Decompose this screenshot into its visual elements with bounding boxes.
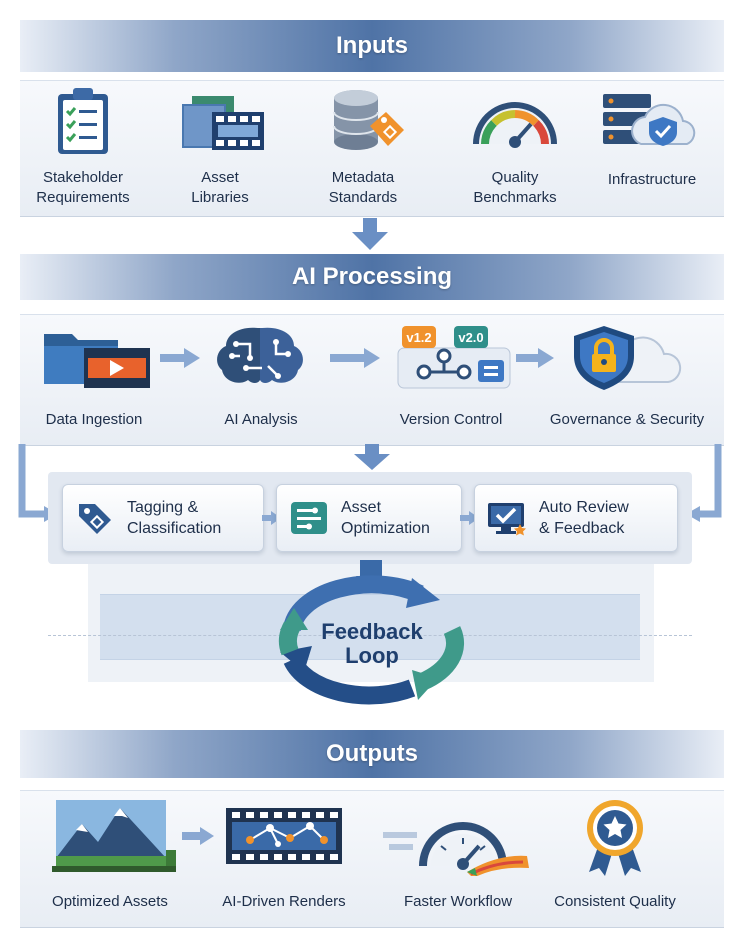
- input-stakeholder-requirements: Stakeholder Requirements: [20, 84, 146, 208]
- card-asset-optimization: Asset Optimization: [276, 484, 462, 552]
- step-label: AI Analysis: [224, 411, 298, 428]
- input-label: Quality Benchmarks: [473, 169, 557, 206]
- outputs-title: Outputs: [326, 740, 418, 767]
- speedometer-icon: [383, 822, 529, 876]
- input-asset-libraries: Asset Libraries: [160, 84, 280, 208]
- step-label: Data Ingestion: [45, 411, 143, 428]
- output-label: Faster Workflow: [403, 893, 513, 910]
- output-label: Consistent Quality: [554, 893, 676, 910]
- input-label: Asset Libraries: [191, 169, 249, 206]
- right-arrow-icon: [160, 348, 200, 368]
- output-consistent-quality: Consistent Quality: [540, 796, 690, 912]
- award-ribbon-icon: [587, 800, 643, 876]
- brain-circuit-icon: [217, 327, 303, 383]
- output-optimized-assets: Optimized Assets: [28, 796, 192, 912]
- input-metadata-standards: Metadata Standards: [300, 84, 426, 208]
- gauge-icon: [473, 102, 557, 148]
- clipboard-checklist-icon: [58, 88, 108, 154]
- processing-title: AI Processing: [291, 263, 453, 290]
- output-ai-driven-renders: AI-Driven Renders: [202, 796, 366, 912]
- loop-dashed-line: [48, 635, 692, 636]
- step-governance-security: Governance & Security: [540, 322, 714, 430]
- step-version-control: v1.2 v2.0 Version Control: [376, 322, 526, 430]
- input-label: Stakeholder Requirements: [36, 169, 130, 206]
- shield-lock-icon: [574, 326, 682, 390]
- input-infrastructure: Infrastructure: [592, 84, 712, 190]
- outputs-header: Outputs: [20, 730, 724, 778]
- sliders-icon: [291, 502, 327, 534]
- tag-icon: [79, 504, 111, 534]
- film-network-icon: [226, 808, 342, 864]
- mountain-image-icon: [52, 800, 176, 872]
- step-label: Governance & Security: [549, 411, 705, 428]
- right-arrow-icon: [182, 827, 214, 845]
- right-arrow-icon: [330, 348, 380, 368]
- output-label: Optimized Assets: [52, 893, 168, 910]
- version-badge: v2.0: [458, 330, 483, 345]
- server-cloud-icon: [603, 94, 696, 146]
- feedback-loop-cycle-icon: [279, 560, 465, 705]
- step-ai-analysis: AI Analysis: [196, 322, 326, 430]
- version-badge: v1.2: [406, 330, 431, 345]
- loop-bar: [100, 594, 640, 660]
- processing-header: AI Processing: [20, 254, 724, 300]
- step-label: Version Control: [399, 411, 503, 428]
- version-branch-icon: v1.2 v2.0: [397, 326, 511, 389]
- step-data-ingestion: Data Ingestion: [24, 322, 164, 430]
- right-connector-arrow: [686, 444, 722, 522]
- card-tagging-classification: Tagging & Classification: [62, 484, 264, 552]
- input-label: Metadata Standards: [328, 169, 398, 206]
- inputs-title: Inputs: [336, 32, 408, 59]
- folder-video-icon: [44, 334, 150, 388]
- output-faster-workflow: Faster Workflow: [376, 796, 540, 912]
- down-arrow-icon: [354, 444, 390, 470]
- right-arrow-icon: [516, 348, 554, 368]
- input-quality-benchmarks: Quality Benchmarks: [452, 84, 578, 208]
- monitor-check-icon: [488, 503, 526, 536]
- card-auto-review-feedback: Auto Review & Feedback: [474, 484, 678, 552]
- down-arrow-icon: [352, 218, 388, 250]
- input-label: Infrastructure: [607, 171, 697, 188]
- output-label: AI-Driven Renders: [222, 893, 346, 910]
- card-label: Tagging & Classification: [127, 499, 222, 537]
- database-tag-icon: [333, 90, 404, 150]
- card-label: Asset Optimization: [341, 499, 430, 537]
- feedback-loop-label: Feedback Loop: [321, 619, 423, 668]
- card-label: Auto Review & Feedback: [539, 499, 629, 537]
- inputs-header: Inputs: [20, 20, 724, 72]
- asset-library-icon: [182, 96, 264, 150]
